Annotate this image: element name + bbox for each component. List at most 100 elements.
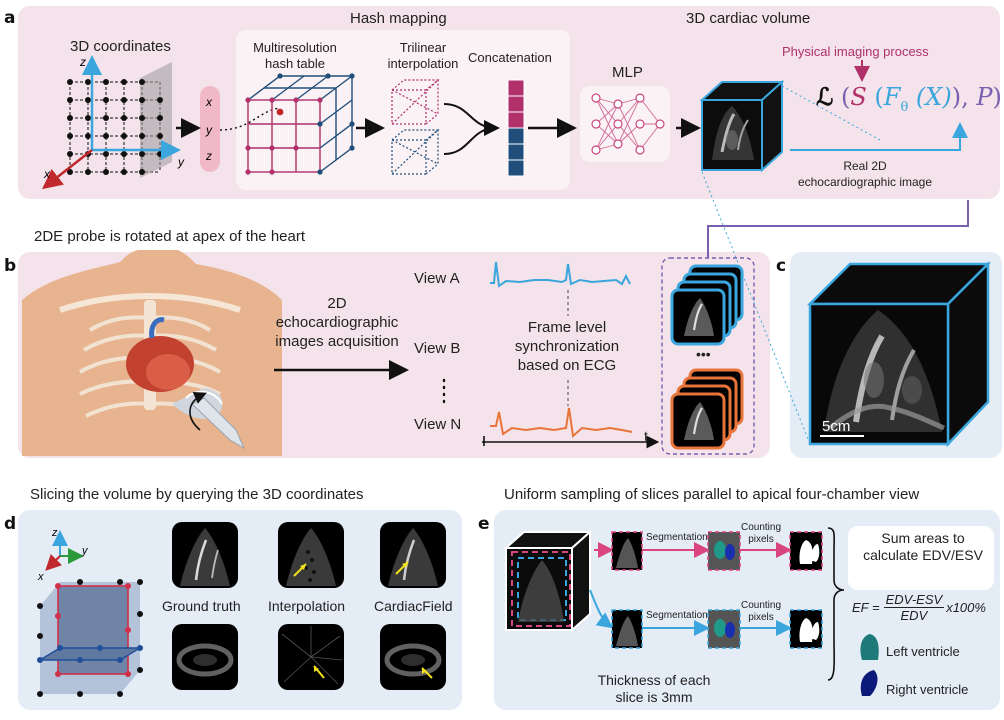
panel-e-graphics	[503, 526, 994, 696]
e-arrow-cyan-1	[589, 589, 614, 629]
tile-interpolation-4ch	[278, 522, 344, 588]
e-slice-seg-cyan	[707, 609, 741, 649]
panel-e-title: Uniform sampling of slices parallel to a…	[504, 486, 920, 503]
time-axis-label: t	[644, 428, 648, 444]
loss-close: )	[992, 83, 1002, 111]
dotted-volume-to-c-top	[781, 85, 881, 141]
concatenation-label: Concatenation	[468, 50, 552, 65]
axis-label-y: y	[177, 155, 185, 169]
coord-vector-pill	[200, 86, 220, 172]
coord-var-y: y	[205, 123, 213, 137]
mlp-edges	[595, 97, 661, 151]
loss-comma: ,	[961, 83, 969, 111]
view-a-label: View A	[414, 270, 460, 287]
trilinear-cube-top	[391, 79, 440, 125]
panel-b-graphics	[22, 200, 969, 456]
hash-grid	[247, 75, 355, 173]
loss-S: S	[850, 83, 867, 111]
mlp-nodes	[591, 93, 665, 155]
e-slice-raw-cyan	[611, 609, 643, 649]
panel-d-volume: z y x	[37, 527, 143, 697]
loss-close2: )	[951, 83, 962, 111]
ef-fraction: EDV-ESV EDV	[883, 592, 945, 623]
concat-merge-arrows	[443, 103, 496, 155]
ef-multiplier: x100%	[946, 600, 986, 615]
frames-ellipsis: •••	[696, 346, 711, 362]
lattice-dots	[67, 79, 163, 175]
e-sum-box	[848, 526, 994, 590]
panel-e-letter: e	[478, 514, 490, 534]
seg-label-top: Segmentation	[646, 532, 708, 543]
loss-L: ℒ	[816, 82, 834, 111]
panel-d-letter: d	[4, 514, 17, 534]
panel-a-graphics: z y x x y z	[42, 55, 968, 190]
seg-label-bottom: Segmentation	[646, 610, 708, 621]
acquisition-label: 2D echocardiographic images acquisition	[275, 295, 399, 350]
e-slice-mask-pink	[789, 531, 823, 571]
arrow-frames-to-loss	[707, 200, 969, 258]
counting-label-top: Counting pixels	[740, 522, 782, 545]
real-2d-label: Real 2D echocardiographic image	[797, 159, 933, 189]
ecg-trace-n	[490, 407, 633, 438]
e-cube-echo	[518, 560, 564, 622]
coord-var-x: x	[205, 95, 213, 109]
panel-b-letter: b	[4, 256, 17, 276]
loss-X: (X)	[915, 83, 952, 111]
panel-a-letter: a	[4, 8, 16, 28]
ef-formula: EF = EDV-ESV EDV x100%	[852, 592, 986, 623]
e-slice-mask-cyan	[789, 609, 823, 649]
legend-right-ventricle: Right ventricle	[886, 682, 969, 697]
torso-illustration	[22, 250, 282, 456]
d-axis-label-x: x	[37, 571, 44, 583]
ef-denominator: EDV	[900, 608, 928, 623]
c-echo-texture	[824, 310, 945, 432]
trilinear-label: Trilinear interpolation	[387, 40, 459, 71]
hash-grid-nodes	[245, 73, 355, 175]
label-interpolation: Interpolation	[268, 598, 346, 614]
ecg-trace-a	[490, 261, 631, 288]
tile-cardiacfield-4ch	[380, 522, 446, 588]
tile-ground-truth-axial	[172, 624, 238, 690]
sum-areas-label: Sum areas to calculate EDV/ESV	[863, 530, 983, 563]
hash-table-label: Multiresolution hash table	[253, 40, 337, 71]
counting-label-bottom: Counting pixels	[740, 600, 782, 623]
e-slice-pink	[511, 551, 571, 627]
d-axis-label-y: y	[81, 545, 89, 557]
view-n-label: View N	[414, 416, 462, 433]
loss-formula: ℒ (S (Fθ (X)), P)	[816, 82, 1002, 115]
loss-P: P	[976, 83, 993, 111]
tile-interpolation-axial	[278, 624, 344, 690]
tile-ground-truth-4ch	[172, 522, 238, 588]
coords-title: 3D coordinates	[70, 38, 171, 55]
scale-bar-label: 5cm	[822, 418, 851, 435]
axis-label-z: z	[79, 55, 86, 69]
frame-stack-a	[670, 264, 744, 346]
sync-label: Frame level synchronization based on ECG	[514, 319, 620, 374]
legend-left-ventricle: Left ventricle	[886, 644, 960, 659]
trilinear-cube-bottom	[391, 129, 440, 175]
frame-stack-n	[670, 368, 744, 450]
volume-to-c-link	[701, 171, 811, 445]
panel-c-letter: c	[776, 256, 787, 276]
legend-right-ventricle-swatch	[860, 670, 878, 696]
tile-cardiacfield-axial	[380, 624, 446, 690]
coord-var-z: z	[205, 149, 212, 163]
axis-label-x: x	[43, 167, 51, 181]
view-b-label: View B	[414, 340, 461, 357]
ef-numerator: EDV-ESV	[883, 592, 945, 608]
d-axis-label-z: z	[51, 527, 58, 539]
e-cube-side	[571, 529, 591, 633]
e-slice-seg-pink	[707, 531, 741, 571]
panel-b-title: 2DE probe is rotated at apex of the hear…	[34, 228, 306, 245]
thickness-label: Thickness of each slice is 3mm	[597, 672, 711, 705]
d-lattice-dots	[37, 579, 143, 697]
x-axis-arrow	[42, 149, 93, 190]
label-ground-truth: Ground truth	[162, 598, 241, 614]
hash-mapping-title: Hash mapping	[350, 10, 447, 27]
volume-echo-texture	[712, 106, 754, 160]
mlp-label: MLP	[612, 64, 643, 81]
volume-title: 3D cardiac volume	[686, 10, 811, 27]
concatenation-bars	[507, 79, 525, 177]
label-cardiacfield: CardiacField	[374, 598, 453, 614]
